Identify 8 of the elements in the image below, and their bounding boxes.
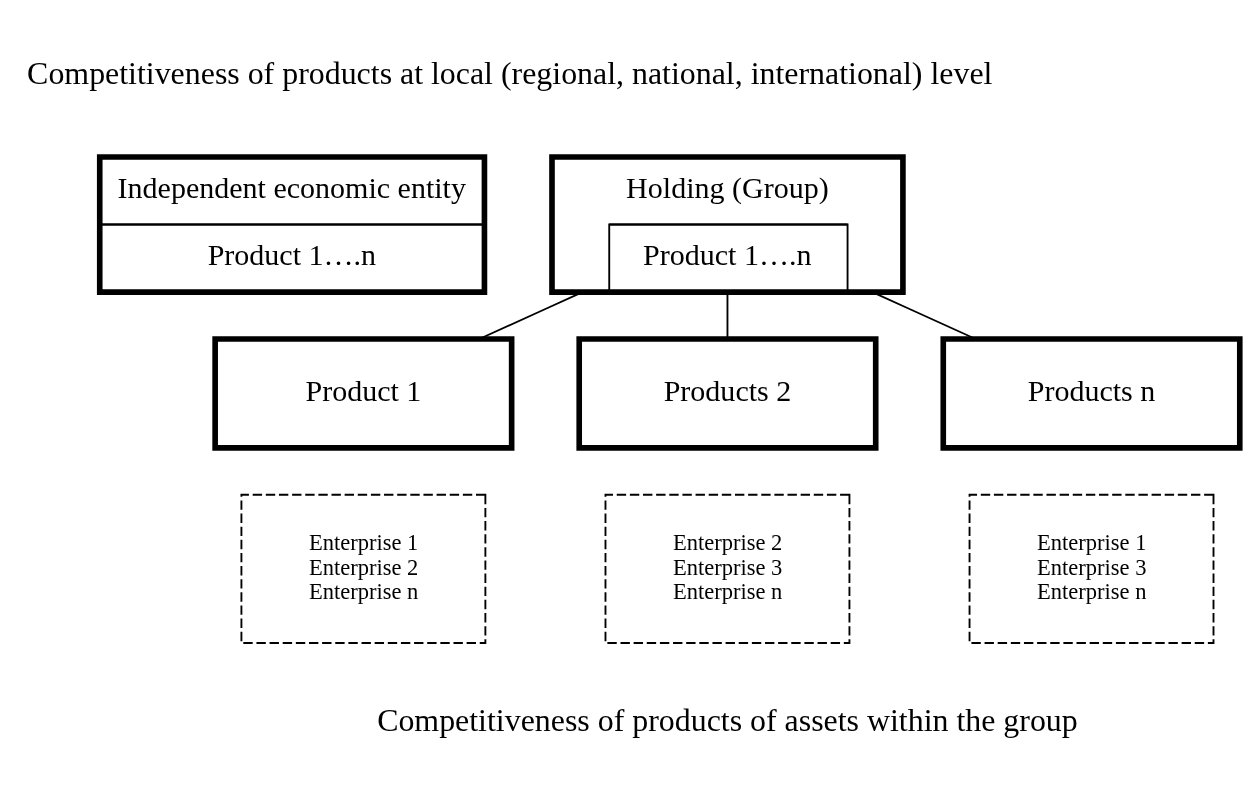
- label: Competitiveness of products at local (regional, national, international) level: [27, 55, 993, 91]
- node-box: Enterprise 1 Enterprise 3 Enterprise n: [968, 493, 1215, 644]
- node-box: Product 1: [212, 336, 515, 451]
- label: Competitiveness of products of assets within the group: [377, 703, 1078, 739]
- node-box: Enterprise 2 Enterprise 3 Enterprise n: [604, 493, 851, 644]
- node-box: Products n: [940, 336, 1243, 451]
- node-box: Enterprise 1 Enterprise 2 Enterprise n: [240, 493, 487, 644]
- node-box: Products 2: [576, 336, 879, 451]
